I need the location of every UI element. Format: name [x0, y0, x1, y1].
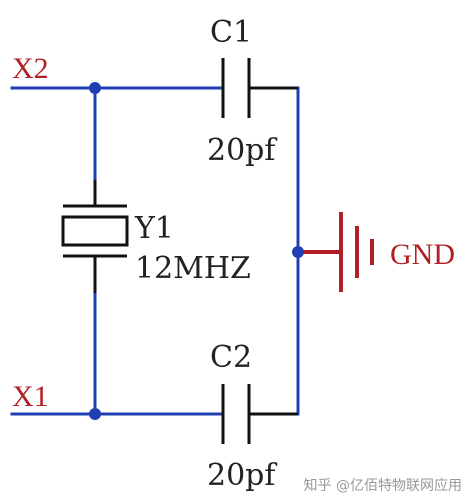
labels: X2 X1 C1 20pf C2 20pf Y1 12MHZ GND 知乎 @亿… [12, 15, 462, 494]
ground-symbol [298, 212, 374, 292]
net-label-gnd: GND [390, 238, 455, 271]
c1-ref-label: C1 [210, 15, 252, 50]
c2-ref-label: C2 [210, 340, 252, 375]
net-label-x2: X2 [12, 52, 49, 85]
junction-x1 [89, 408, 101, 420]
crystal-y1 [61, 180, 129, 293]
capacitor-c1 [221, 58, 251, 118]
c2-value-label: 20pf [207, 458, 277, 493]
junction-gnd [292, 246, 304, 258]
c1-value-label: 20pf [207, 133, 277, 168]
junctions [89, 82, 304, 420]
junction-x2 [89, 82, 101, 94]
y1-value-label: 12MHZ [135, 251, 251, 286]
crystal-body [61, 215, 129, 247]
watermark-text: 知乎 @亿佰特物联网应用 [304, 477, 462, 494]
capacitor-leads [250, 86, 298, 416]
capacitor-c2 [221, 384, 251, 444]
y1-ref-label: Y1 [134, 211, 174, 246]
net-label-x1: X1 [12, 380, 49, 413]
